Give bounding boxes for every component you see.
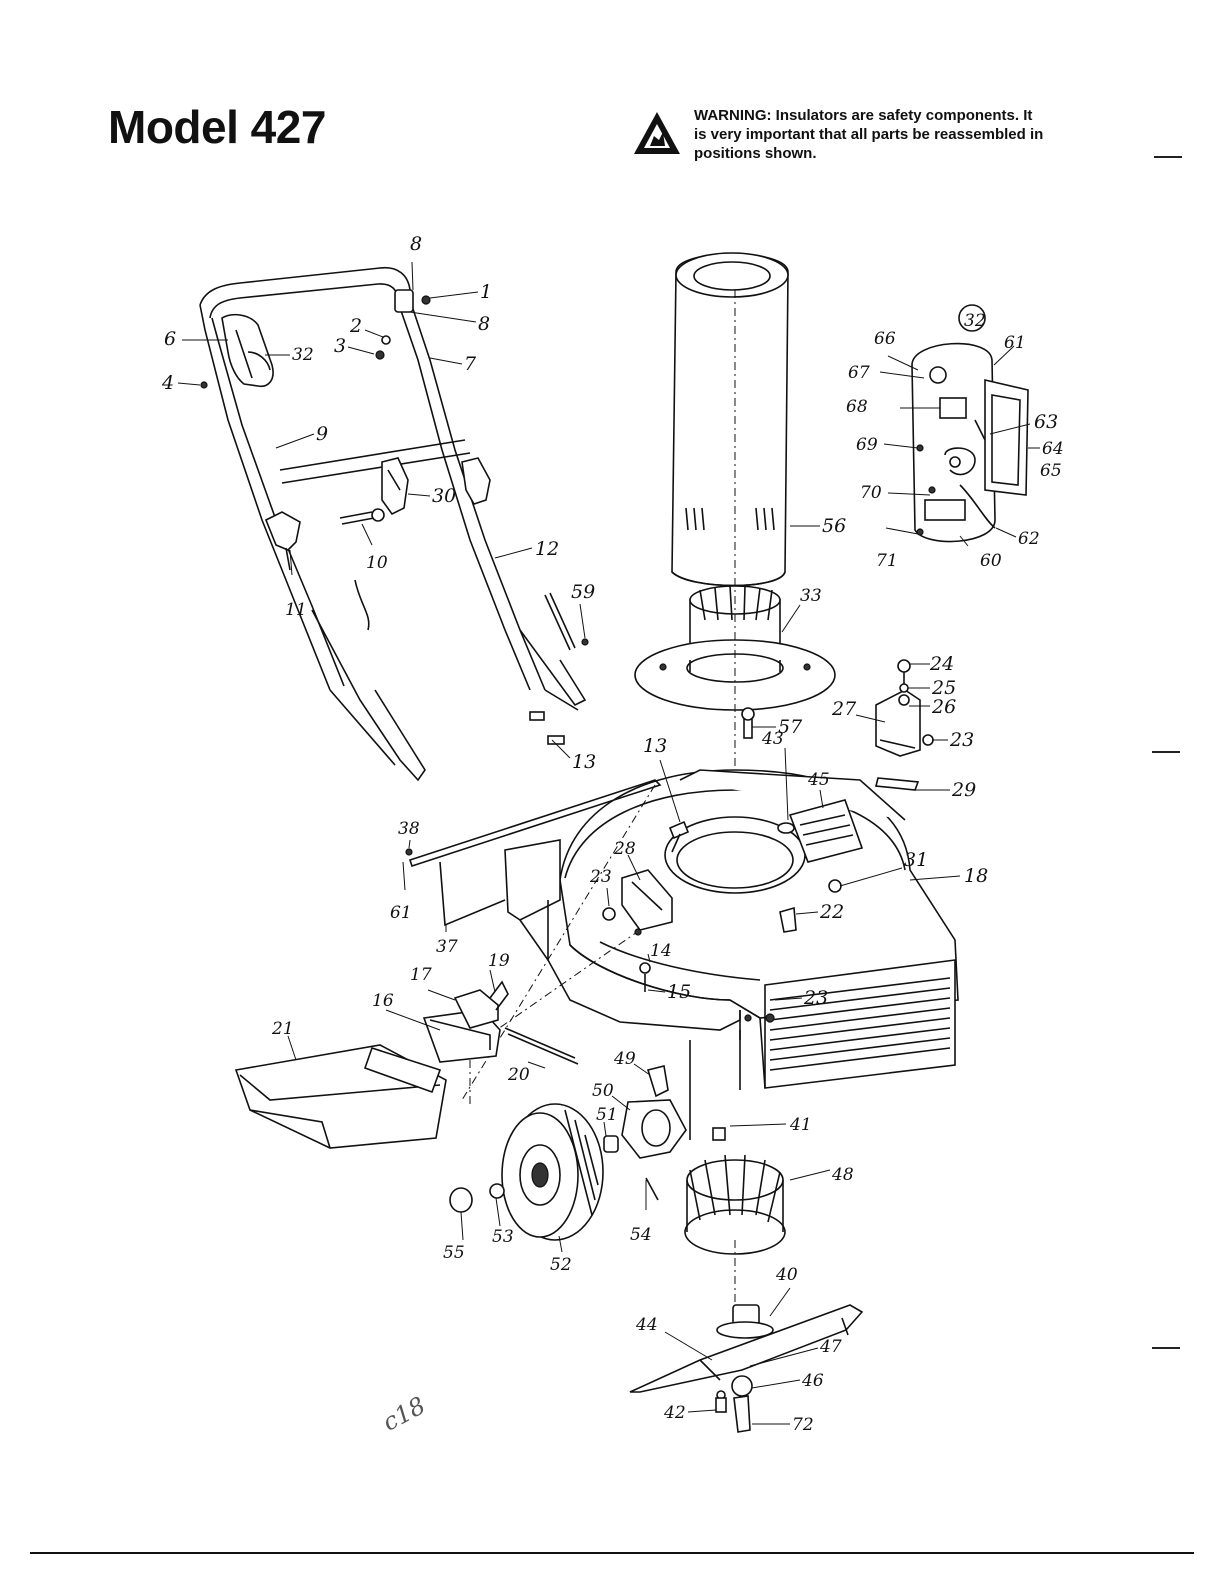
- callout-label: 69: [856, 435, 878, 455]
- callout-label: 13: [572, 751, 596, 773]
- callout-label: 70: [860, 483, 882, 503]
- callout-label: 27: [831, 698, 857, 720]
- warning-block: WARNING: Insulators are safety component…: [632, 106, 1122, 172]
- callout-label: 49: [613, 1049, 636, 1069]
- callout-label: 31: [904, 849, 928, 871]
- callout-numbers: 8 1 8 7 2 3 6 32 4 9 30 10 11 12 59 13 1…: [161, 233, 1064, 1435]
- motor-assembly: [634, 252, 836, 900]
- callout-label: 51: [596, 1105, 618, 1125]
- warning-line: positions shown.: [694, 145, 817, 162]
- callout-label: 23: [949, 729, 974, 751]
- callout-label: 33: [800, 586, 822, 606]
- callout-label: 20: [507, 1065, 530, 1085]
- callout-label: 48: [831, 1165, 854, 1185]
- callout-label: 8: [478, 313, 490, 335]
- callout-label: 45: [807, 770, 830, 790]
- callout-label: 63: [1034, 411, 1058, 433]
- deck-assembly: [405, 769, 959, 1140]
- discharge-chute-assembly: [234, 980, 579, 1149]
- callout-label: 1: [480, 281, 492, 303]
- callout-label: 56: [822, 515, 846, 537]
- callout-label: 42: [663, 1403, 686, 1423]
- callout-label: 30: [432, 485, 456, 507]
- leader-lines: [177, 261, 1040, 1425]
- callout-label: 65: [1040, 461, 1062, 481]
- callout-label: 71: [876, 551, 898, 571]
- callout-label: 21: [271, 1019, 294, 1039]
- callout-label: 61: [1004, 333, 1026, 353]
- callout-label: 9: [316, 423, 328, 445]
- callout-label: 47: [819, 1337, 842, 1357]
- blade-assembly: [629, 1127, 864, 1433]
- callout-label: 61: [390, 903, 412, 923]
- callout-label: 53: [492, 1227, 514, 1247]
- callout-label: 13: [643, 735, 667, 757]
- callout-label: 32: [292, 345, 314, 365]
- callout-label: 66: [874, 329, 896, 349]
- callout-label: 22: [819, 901, 844, 923]
- callout-label: 32: [964, 311, 986, 331]
- callout-label: 43: [761, 729, 784, 749]
- wheel-assembly: [449, 1065, 687, 1241]
- callout-label: 25: [931, 677, 956, 699]
- callout-label: 37: [436, 937, 458, 957]
- callout-label: 14: [650, 941, 672, 961]
- callout-label: 40: [775, 1265, 798, 1285]
- callout-label: 55: [443, 1243, 465, 1263]
- callout-label: 12: [535, 538, 559, 560]
- callout-label: 52: [550, 1255, 572, 1275]
- callout-label: 10: [366, 553, 388, 573]
- switch-box-assembly: [911, 304, 1029, 543]
- callout-label: 72: [792, 1415, 814, 1435]
- callout-label: 17: [410, 965, 432, 985]
- callout-label: 23: [589, 867, 612, 887]
- height-adjust-bracket: [874, 659, 934, 791]
- callout-label: 26: [931, 696, 956, 718]
- callout-label: 2: [349, 315, 362, 337]
- callout-label: 41: [789, 1115, 812, 1135]
- callout-label: 67: [848, 363, 870, 383]
- callout-label: 28: [613, 839, 636, 859]
- callout-label: 3: [334, 335, 346, 357]
- callout-label: 60: [980, 551, 1002, 571]
- callout-label: 68: [846, 397, 868, 417]
- callout-label: 15: [667, 981, 691, 1003]
- warning-triangle-icon: [634, 112, 680, 154]
- callout-label: 46: [801, 1371, 824, 1391]
- margin-tick: [1152, 1347, 1180, 1349]
- callout-label: 18: [964, 865, 988, 887]
- handle-assembly: [199, 266, 589, 782]
- callout-label: 64: [1042, 439, 1064, 459]
- callout-label: 16: [372, 991, 394, 1011]
- callout-label: 38: [398, 819, 420, 839]
- callout-label: 4: [161, 372, 174, 394]
- callout-label: 57: [778, 716, 803, 738]
- callout-label: 19: [488, 951, 510, 971]
- callout-label: 8: [410, 233, 422, 255]
- callout-label: 7: [464, 353, 477, 375]
- callout-label: 23: [803, 987, 828, 1009]
- warning-text: WARNING: Insulators are safety component…: [694, 106, 1114, 163]
- page-title: Model 427: [108, 101, 326, 153]
- callout-label: 11: [285, 600, 307, 620]
- callout-label: 59: [571, 581, 595, 603]
- callout-label: 6: [164, 328, 176, 350]
- callout-label: 62: [1018, 529, 1040, 549]
- margin-tick: [1152, 751, 1180, 753]
- callout-label: 29: [951, 779, 976, 801]
- callout-label: 44: [635, 1315, 658, 1335]
- margin-tick: [1154, 156, 1182, 158]
- callout-label: 50: [592, 1081, 614, 1101]
- bottom-rule: [30, 1552, 1194, 1554]
- warning-line: is very important that all parts be reas…: [694, 126, 1044, 143]
- callout-label: 54: [630, 1225, 652, 1245]
- warning-line: WARNING: Insulators are safety component…: [694, 107, 1033, 124]
- callout-label: 24: [929, 653, 954, 675]
